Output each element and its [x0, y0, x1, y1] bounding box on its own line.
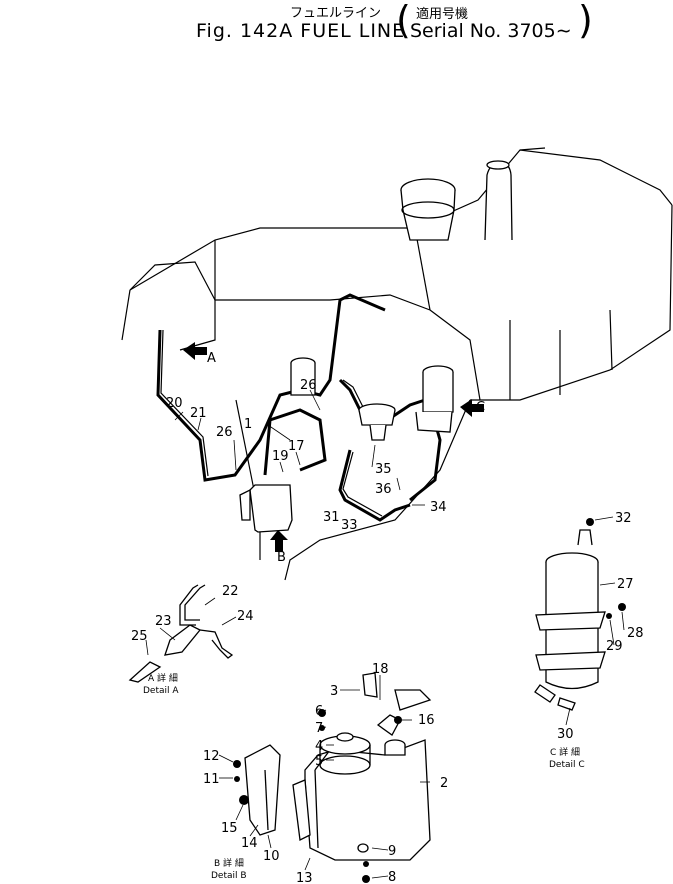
part-number-28: 28: [627, 626, 644, 641]
part-number-6: 6: [315, 704, 323, 719]
part-number-1: 1: [244, 417, 252, 432]
part-number-4: 4: [315, 739, 323, 754]
detail-b-label: Detail B: [211, 871, 247, 881]
part-number-31: 31: [323, 510, 340, 525]
water-separator: [358, 403, 396, 441]
callout-a: A: [207, 351, 216, 366]
figure-title: Fig. 142A FUEL LINE: [196, 20, 406, 42]
serial-bracket-left: (: [396, 0, 411, 42]
part-number-17: 17: [288, 439, 305, 454]
title-jp: フュエルライン: [290, 6, 382, 21]
part-number-33: 33: [341, 518, 358, 533]
part-number-10: 10: [263, 849, 280, 864]
part-number-32: 32: [615, 511, 632, 526]
part-number-2: 2: [440, 776, 448, 791]
callout-c: C: [476, 400, 485, 415]
fuel-filter-main: [415, 365, 454, 433]
detail-b-drawing: [244, 672, 432, 861]
part-number-15: 15: [221, 821, 238, 836]
part-number-16: 16: [418, 713, 435, 728]
callout-b: B: [277, 550, 286, 565]
part-number-27: 27: [617, 577, 634, 592]
part-number-24: 24: [237, 609, 254, 624]
part-number-12: 12: [203, 749, 220, 764]
part-number-25: 25: [131, 629, 148, 644]
detail-a-drawing: [128, 584, 234, 683]
part-number-13: 13: [296, 871, 313, 884]
sedimenter-small: [239, 484, 293, 533]
leader-lines: [145, 389, 625, 879]
part-number-35: 35: [375, 462, 392, 477]
intake-cap: [400, 178, 456, 241]
arrow-b: [270, 530, 288, 552]
detail-b-small-parts: [233, 709, 402, 883]
serial-number: Serial No. 3705∼: [410, 20, 572, 42]
part-number-11: 11: [203, 772, 220, 787]
detail-a-jp: A 詳 細: [148, 672, 178, 684]
detail-c-drawing: [534, 529, 606, 711]
exhaust-pipe: [484, 160, 513, 241]
part-number-29: 29: [606, 639, 623, 654]
fuel-pipes: [156, 293, 442, 522]
part-number-30: 30: [557, 727, 574, 742]
part-number-20: 20: [166, 396, 183, 411]
part-number-36: 36: [375, 482, 392, 497]
part-number-21: 21: [190, 406, 207, 421]
engine-hood-outline: [121, 147, 673, 581]
part-number-8: 8: [388, 870, 396, 884]
detail-c-small-parts: [586, 518, 626, 619]
detail-c-jp: C 詳 細: [550, 746, 580, 758]
part-number-5: 5: [315, 754, 323, 769]
fuel-strainer-top: [290, 357, 316, 396]
serial-bracket-right: ): [578, 0, 593, 42]
serial-jp: 適用号機: [416, 7, 469, 22]
arrow-a: [183, 342, 207, 360]
part-number-9: 9: [388, 844, 396, 859]
detail-a-label: Detail A: [143, 686, 179, 696]
part-number-26-left: 26: [216, 425, 233, 440]
arrow-c: [460, 399, 484, 417]
part-number-22: 22: [222, 584, 239, 599]
part-number-14: 14: [241, 836, 258, 851]
detail-c-label: Detail C: [549, 760, 585, 770]
part-number-3: 3: [330, 684, 338, 699]
part-number-23: 23: [155, 614, 172, 629]
part-number-19: 19: [272, 449, 289, 464]
part-number-7: 7: [315, 721, 323, 736]
part-number-18: 18: [372, 662, 389, 677]
detail-b-jp: B 詳 細: [214, 857, 244, 869]
part-number-26-top: 26: [300, 378, 317, 393]
part-number-34: 34: [430, 500, 447, 515]
